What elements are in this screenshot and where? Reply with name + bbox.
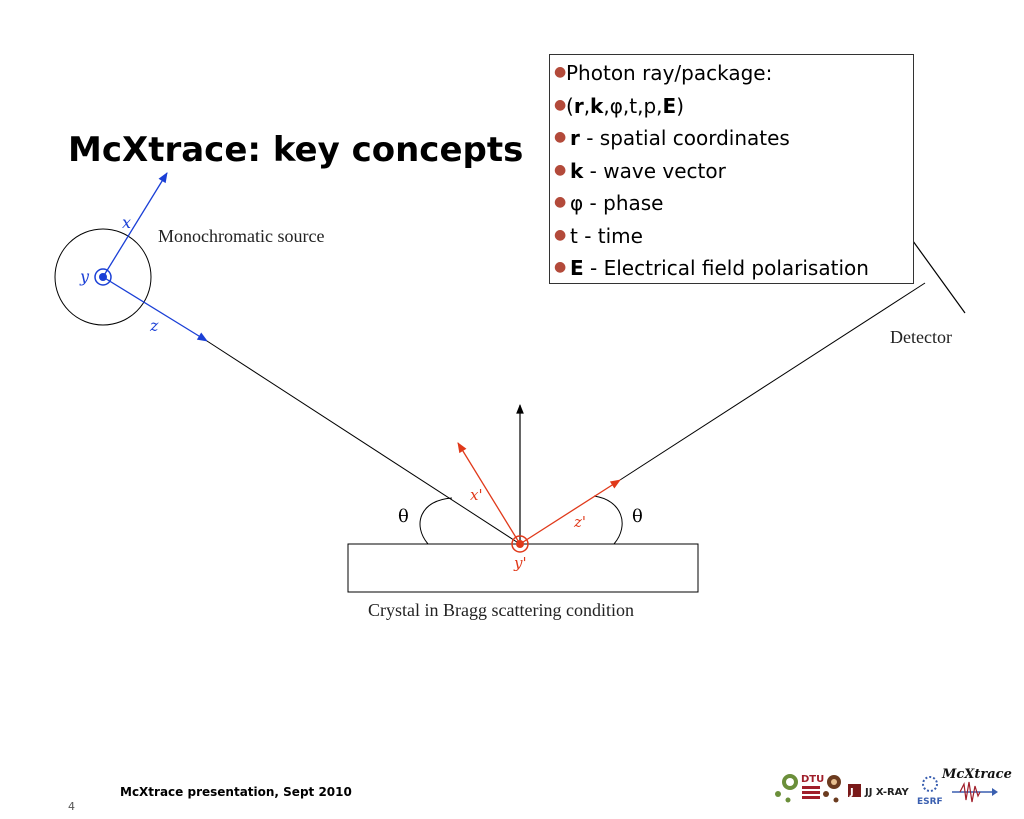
info-symbol: r (570, 126, 580, 150)
local-x-axis (457, 442, 521, 545)
bullet-icon: ● (554, 129, 567, 146)
info-text: - Electrical field polarisation (583, 256, 869, 280)
info-line-polarisation: ●E - Electrical field polarisation (554, 252, 909, 285)
jjxray-logo: J JJ X-RAY (848, 784, 909, 798)
bullet-icon: ● (554, 194, 567, 211)
crystal-label: Crystal in Bragg scattering condition (368, 600, 634, 620)
info-text: ( (566, 93, 574, 118)
bullet-icon: ● (554, 64, 567, 81)
bullet-icon: ● (554, 96, 567, 113)
theta-arc-right (593, 495, 623, 545)
info-text: Photon ray/package: (566, 61, 773, 85)
info-line-photon: ●Photon ray/package: (554, 57, 909, 90)
source-z-axis (102, 276, 208, 342)
info-line-time: ●t - time (554, 220, 909, 253)
svg-text:DTU: DTU (801, 774, 824, 785)
info-symbol: k (570, 158, 584, 183)
partner-logos: DTU J JJ X-RAY ESRF McXtrace (775, 767, 1012, 807)
slide-title: McXtrace: key concepts (68, 130, 524, 170)
theta-arc-left (419, 497, 453, 545)
local-y-ring (511, 535, 529, 553)
info-text: t - time (570, 223, 643, 248)
info-text: , (583, 93, 591, 118)
detector-plate (904, 229, 966, 314)
source-x-axis (102, 172, 168, 278)
svg-text:JJ X-RAY: JJ X-RAY (864, 787, 909, 798)
info-line-k: ●k - wave vector (554, 155, 909, 188)
info-symbol: E (570, 256, 584, 280)
local-y-dot (516, 540, 524, 548)
source-circle (54, 228, 152, 326)
mcxtrace-logo: McXtrace (941, 767, 1012, 803)
local-y-label: y' (513, 554, 527, 572)
info-symbol-r: r (573, 93, 584, 118)
local-z-axis (519, 479, 621, 545)
dtu-logo: DTU (801, 774, 824, 799)
info-text: ,φ,t,p, (603, 93, 663, 118)
detector-label: Detector (890, 327, 952, 347)
info-line-tuple: ●(r,k,φ,t,p,E) (554, 90, 909, 123)
info-text: - spatial coordinates (579, 126, 790, 150)
svg-text:McXtrace: McXtrace (941, 767, 1012, 782)
source-y-ring (94, 268, 112, 286)
photon-info-box: ●Photon ray/package: ●(r,k,φ,t,p,E) ●r -… (549, 54, 914, 284)
local-z-label: z' (573, 513, 586, 531)
incident-beam (206, 340, 521, 545)
bullet-icon: ● (554, 226, 567, 243)
esrf-logo: ESRF (917, 776, 943, 807)
page-number: 4 (68, 800, 75, 813)
info-symbol-e: E (662, 93, 677, 118)
info-symbol-k: k (590, 93, 604, 118)
local-x-label: x' (470, 486, 483, 504)
info-text: ) (676, 93, 685, 118)
bullet-icon: ● (554, 161, 567, 178)
green-seal-icon (775, 774, 798, 803)
info-text: φ - phase (570, 191, 664, 215)
info-line-phase: ●φ - phase (554, 187, 909, 220)
brown-seal-icon (823, 775, 841, 803)
svg-text:J: J (849, 787, 854, 798)
theta-left-label: θ (398, 506, 409, 527)
bullet-icon: ● (554, 259, 567, 276)
source-z-label: z (149, 316, 159, 335)
info-text: - wave vector (583, 158, 726, 183)
footer-caption: McXtrace presentation, Sept 2010 (120, 785, 352, 799)
info-line-r: ●r - spatial coordinates (554, 122, 909, 155)
svg-text:ESRF: ESRF (917, 797, 943, 807)
source-label: Monochromatic source (158, 226, 324, 246)
source-x-label: x (122, 213, 131, 232)
scattered-beam (619, 282, 926, 481)
source-y-label: y (79, 267, 90, 286)
theta-right-label: θ (632, 506, 643, 527)
